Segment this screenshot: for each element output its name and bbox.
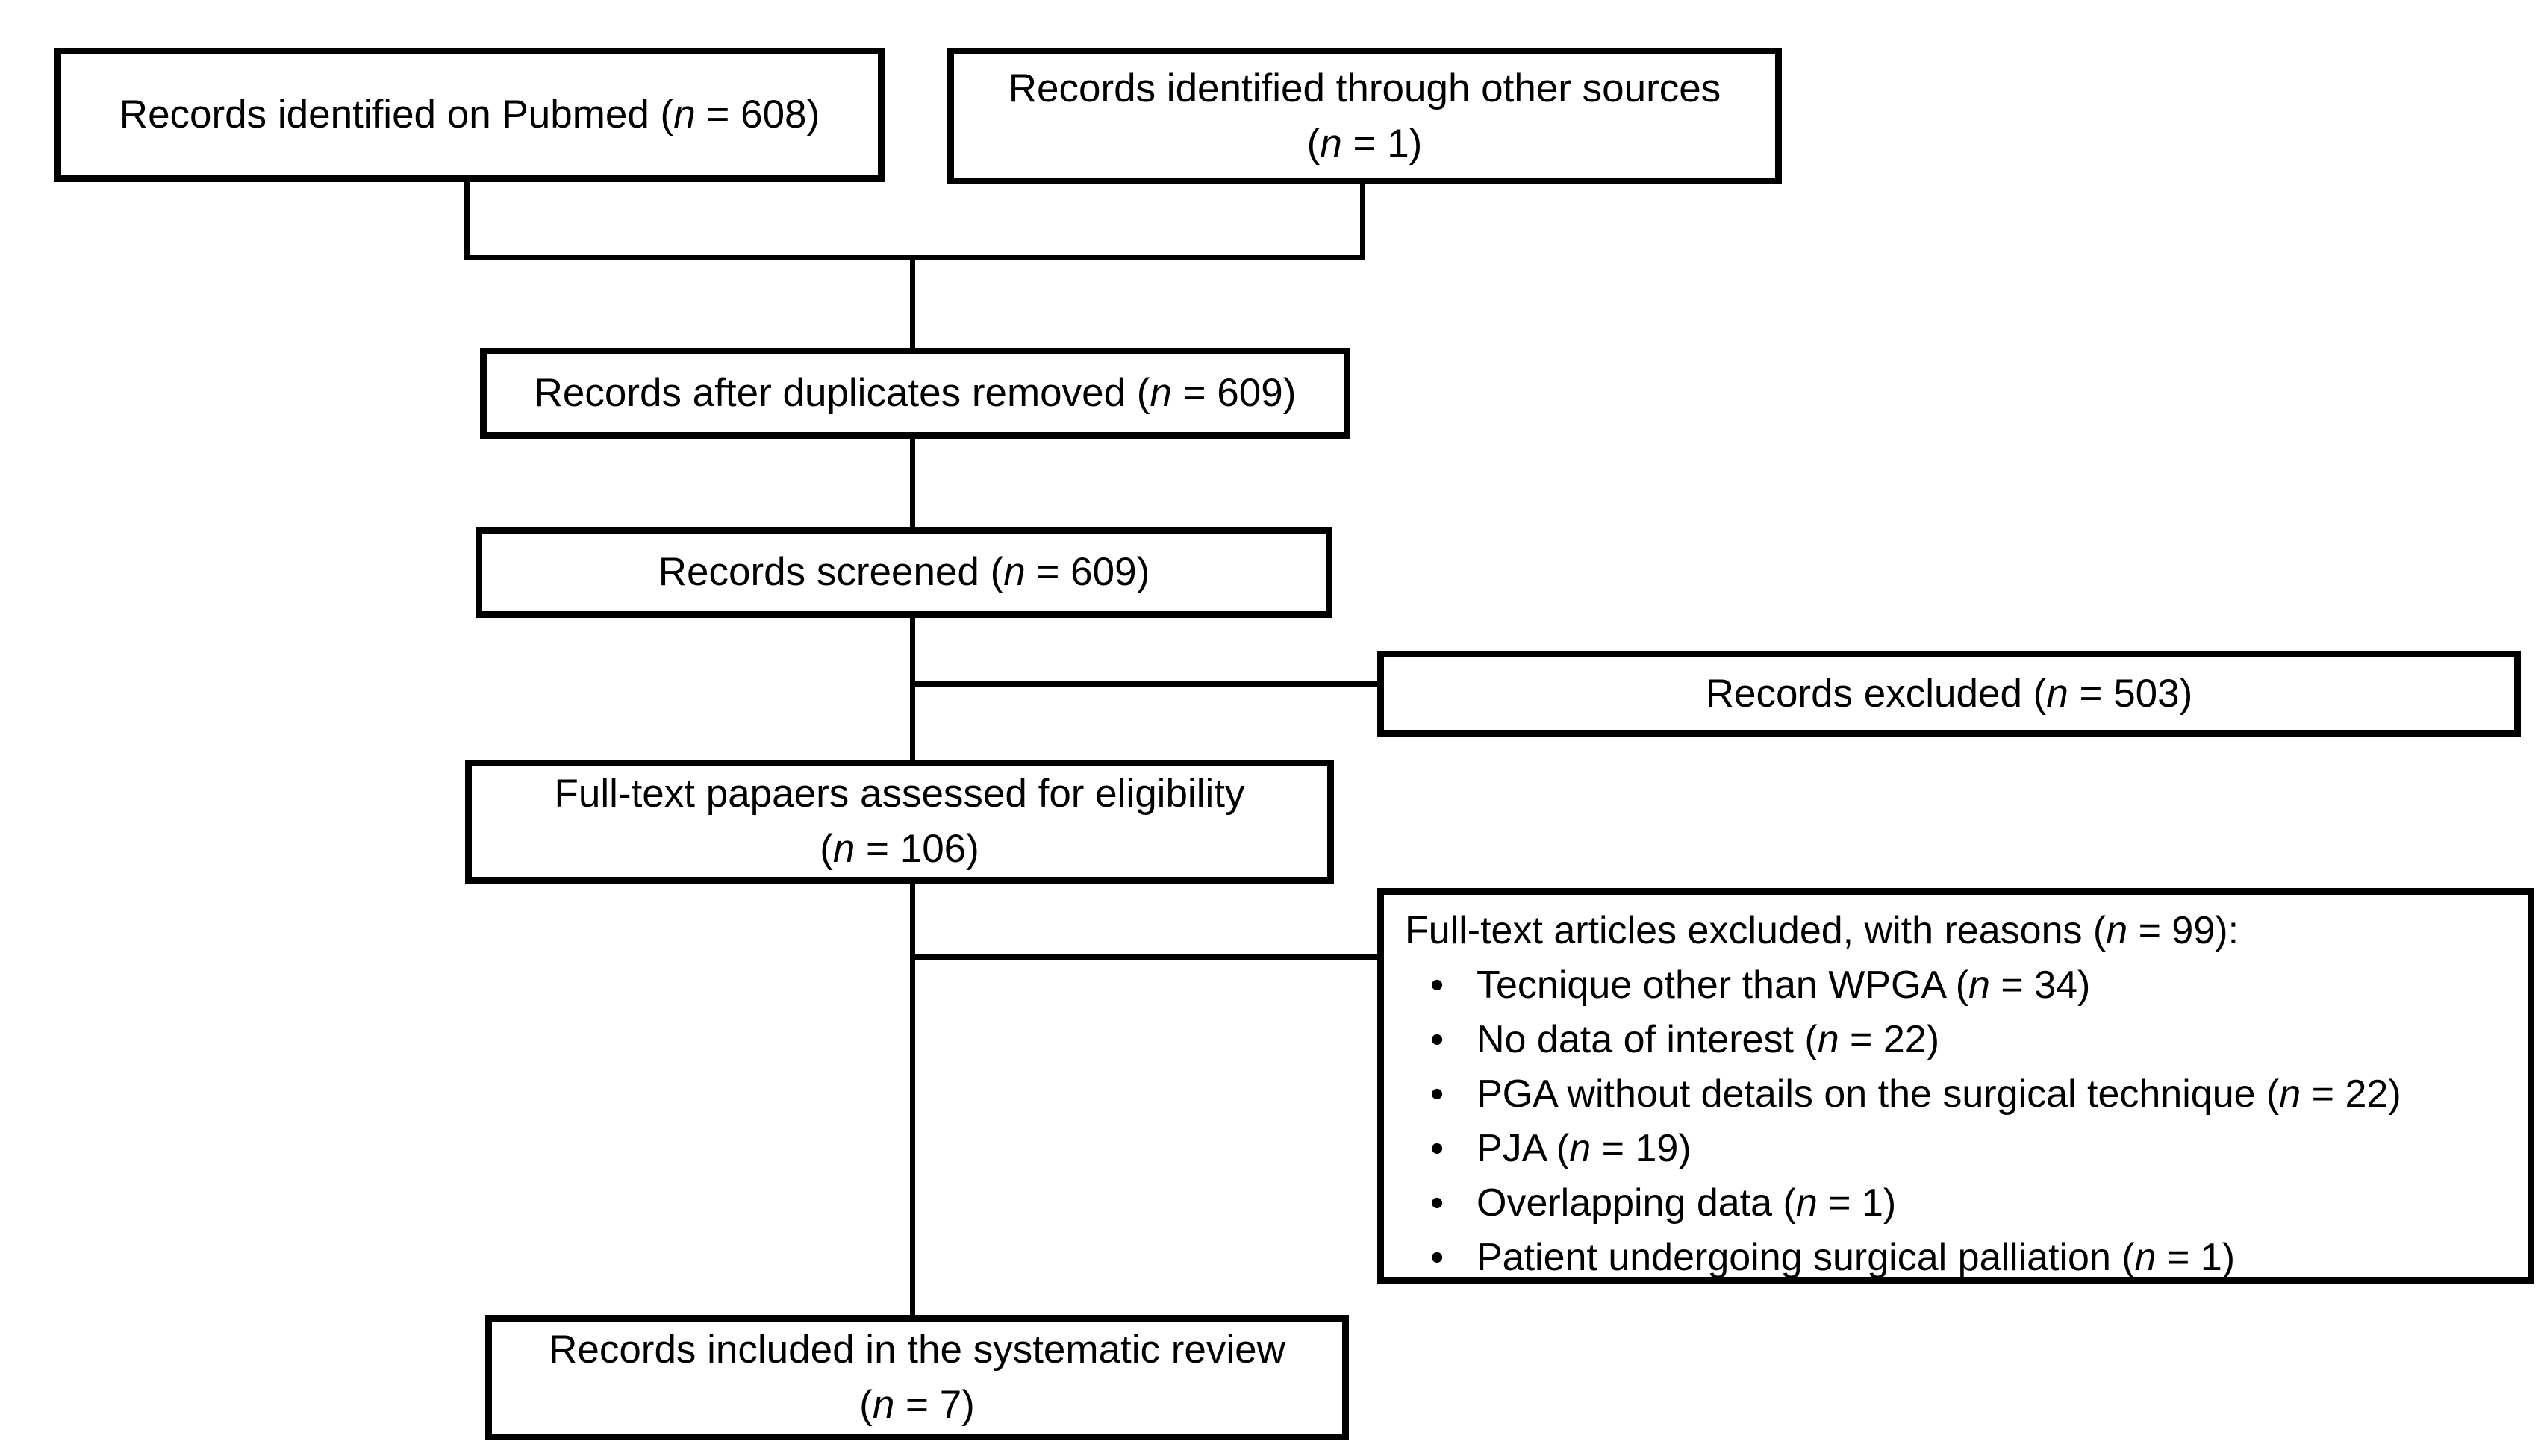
- box-label: Records after duplicates removed (n = 60…: [534, 371, 1297, 415]
- box-records-included: Records included in the systematic revie…: [485, 1315, 1349, 1440]
- connector-pubmed-down: [464, 179, 470, 260]
- reasons-list: Tecnique other than WPGA (n = 34) No dat…: [1405, 958, 2514, 1285]
- box-label: Full-text papaers assessed for eligibili…: [554, 772, 1245, 816]
- box-label: (n = 1): [1306, 121, 1423, 166]
- reason-item: Tecnique other than WPGA (n = 34): [1405, 958, 2514, 1013]
- connector-to-fulltext-excluded: [910, 954, 1377, 960]
- reason-item: No data of interest (n = 22): [1405, 1013, 2514, 1067]
- reason-item: PGA without details on the surgical tech…: [1405, 1067, 2514, 1122]
- connector-screened-to-fulltext: [910, 616, 915, 763]
- box-records-screened: Records screened (n = 609): [476, 527, 1332, 618]
- connector-duplicates-to-screened: [910, 437, 915, 530]
- box-label: Records excluded (n = 503): [1705, 671, 2193, 716]
- box-records-excluded: Records excluded (n = 503): [1377, 651, 2521, 737]
- box-label: (n = 7): [859, 1383, 975, 1427]
- box-records-other-sources: Records identified through other sources…: [947, 48, 1782, 184]
- box-label: Records screened (n = 609): [658, 550, 1150, 594]
- box-label: Records identified on Pubmed (n = 608): [119, 93, 820, 137]
- box-label: Records identified through other sources: [1008, 66, 1721, 110]
- box-label: (n = 106): [820, 827, 979, 871]
- reason-item: PJA (n = 19): [1405, 1122, 2514, 1176]
- reasons-heading: Full-text articles excluded, with reason…: [1405, 909, 2239, 952]
- connector-merge-to-duplicates: [910, 255, 915, 351]
- box-fulltext-assessed: Full-text papaers assessed for eligibili…: [465, 760, 1334, 884]
- connector-to-records-excluded: [910, 681, 1377, 687]
- box-fulltext-excluded-reasons: Full-text articles excluded, with reason…: [1377, 888, 2534, 1285]
- box-records-identified-pubmed: Records identified on Pubmed (n = 608): [54, 48, 885, 182]
- box-label: Records included in the systematic revie…: [549, 1328, 1285, 1372]
- box-duplicates-removed: Records after duplicates removed (n = 60…: [480, 348, 1350, 439]
- connector-fulltext-to-included: [910, 882, 915, 1318]
- reason-item: Patient undergoing surgical palliation (…: [1405, 1231, 2514, 1285]
- connector-other-sources-down: [1360, 181, 1365, 260]
- reason-item: Overlapping data (n = 1): [1405, 1176, 2514, 1231]
